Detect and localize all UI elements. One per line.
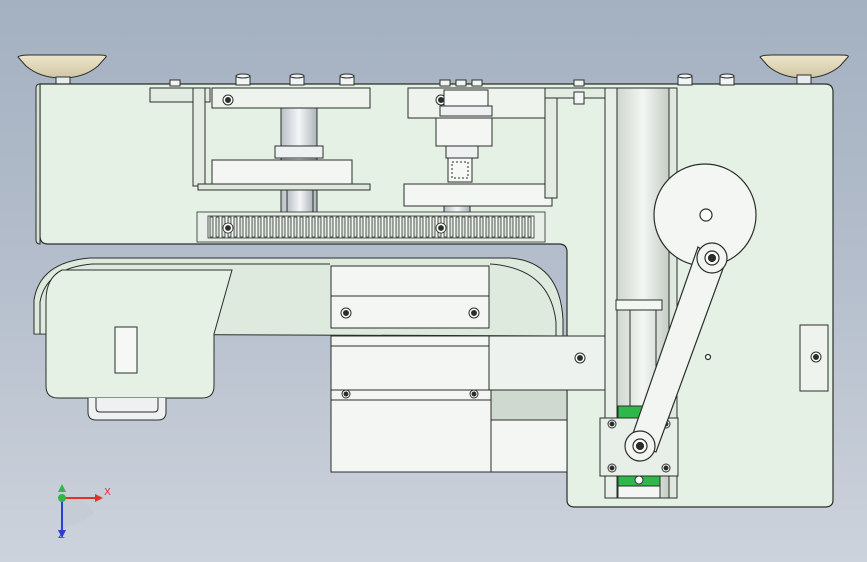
rack-tooth: [275, 216, 280, 238]
rack-tooth: [353, 216, 358, 238]
rack-tooth: [311, 216, 316, 238]
rack-tooth: [527, 216, 532, 238]
rack-tooth: [347, 216, 352, 238]
rack-tooth: [371, 216, 376, 238]
rack-tooth: [461, 216, 466, 238]
rack-tooth: [467, 216, 472, 238]
axis-z-label: Z: [58, 530, 65, 541]
rack-tooth: [383, 216, 388, 238]
axis-x-label: X: [104, 487, 111, 498]
rack-tooth: [233, 216, 238, 238]
rack-tooth: [293, 216, 298, 238]
rack-tooth: [251, 216, 256, 238]
rack-tooth: [215, 216, 220, 238]
top-bolt-row: [169, 73, 735, 87]
rack-tooth: [377, 216, 382, 238]
rack-tooth: [257, 216, 262, 238]
rack-tooth: [509, 216, 514, 238]
center-drive-assembly: [403, 87, 606, 217]
rack-tooth: [497, 216, 502, 238]
rack-tooth: [521, 216, 526, 238]
rack-tooth: [209, 216, 214, 238]
handle-housing: [45, 269, 233, 421]
rack-tooth: [503, 216, 508, 238]
rack-tooth: [239, 216, 244, 238]
rack-tooth: [359, 216, 364, 238]
left-drive-assembly: [149, 87, 371, 215]
rack-tooth: [431, 216, 436, 238]
rack-tooth: [269, 216, 274, 238]
rack-tooth: [299, 216, 304, 238]
axis-triad: [58, 484, 103, 538]
rack-tooth: [323, 216, 328, 238]
rack-tooth: [335, 216, 340, 238]
rack-tooth: [281, 216, 286, 238]
crank-mechanism: [624, 163, 757, 462]
rack-tooth: [479, 216, 484, 238]
rack-tooth: [287, 216, 292, 238]
rack-tooth: [401, 216, 406, 238]
rack-tooth: [419, 216, 424, 238]
rack-tooth: [329, 216, 334, 238]
rack-tooth: [425, 216, 430, 238]
rack-tooth: [245, 216, 250, 238]
rack-tooth: [395, 216, 400, 238]
rack-tooth: [455, 216, 460, 238]
rack-tooth: [365, 216, 370, 238]
rack-tooth: [449, 216, 454, 238]
gear-rack: [196, 211, 546, 243]
rack-tooth: [407, 216, 412, 238]
right-side-block: [799, 324, 829, 392]
rack-tooth: [515, 216, 520, 238]
rack-tooth: [341, 216, 346, 238]
rack-tooth: [413, 216, 418, 238]
rack-tooth: [263, 216, 268, 238]
rack-tooth: [473, 216, 478, 238]
rack-tooth: [305, 216, 310, 238]
rack-tooth: [317, 216, 322, 238]
slide-block: [330, 265, 608, 473]
rack-tooth: [485, 216, 490, 238]
rack-tooth: [491, 216, 496, 238]
rack-tooth: [389, 216, 394, 238]
